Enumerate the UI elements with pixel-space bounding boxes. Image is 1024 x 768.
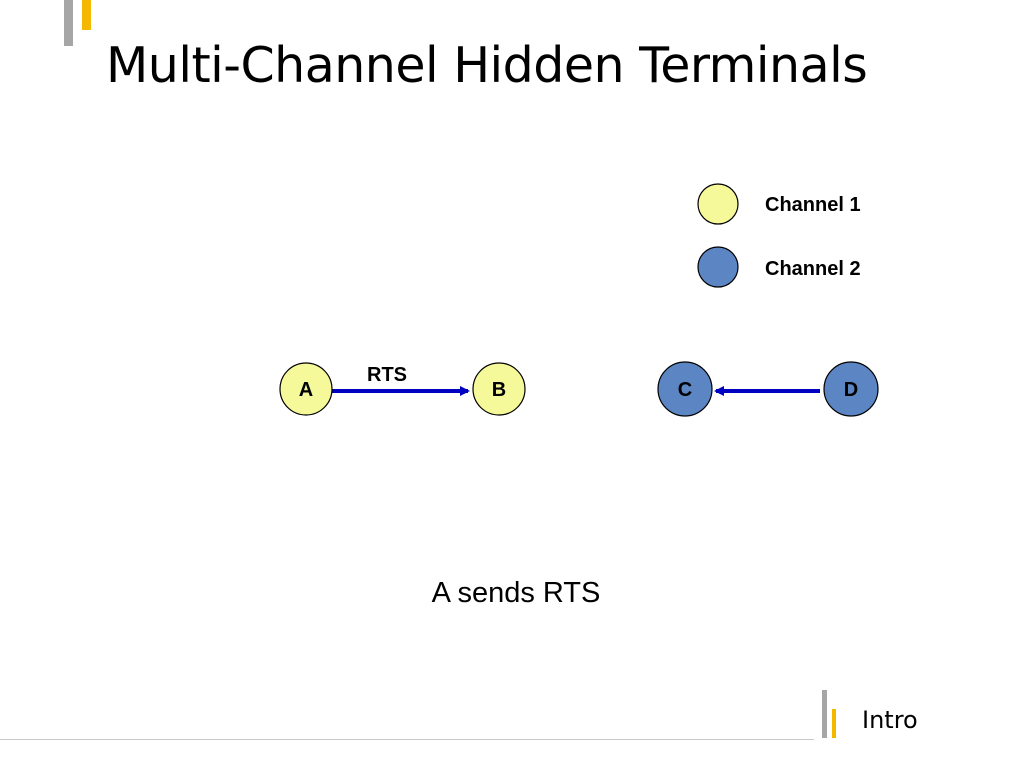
node-b: B [472, 362, 526, 416]
node-a-label: A [299, 379, 313, 401]
footer-accent-gray-bar [822, 690, 827, 738]
slide-title: Multi-Channel Hidden Terminals [106, 37, 868, 94]
footer-accent-yellow-bar [832, 709, 836, 738]
title-accent-gray-bar [64, 0, 73, 46]
node-c-label: C [678, 379, 692, 401]
legend-label-channel-1: Channel 1 [765, 194, 861, 216]
footer-divider-line [0, 739, 814, 740]
edge-label-rts: RTS [367, 364, 407, 386]
footer-section-label: Intro [862, 706, 918, 734]
slide-caption: A sends RTS [431, 577, 601, 609]
node-d: D [823, 361, 879, 417]
edges: RTS [332, 364, 820, 396]
nodes: A B C D [279, 361, 879, 417]
legend-swatch-channel-1 [697, 183, 739, 225]
node-c: C [657, 361, 713, 417]
node-b-label: B [492, 379, 506, 401]
node-a: A [279, 362, 333, 416]
node-d-label: D [844, 379, 858, 401]
legend: Channel 1 Channel 2 [697, 183, 861, 288]
title-accent-yellow-bar [82, 0, 91, 30]
legend-label-channel-2: Channel 2 [765, 258, 861, 280]
legend-swatch-channel-2 [697, 246, 739, 288]
